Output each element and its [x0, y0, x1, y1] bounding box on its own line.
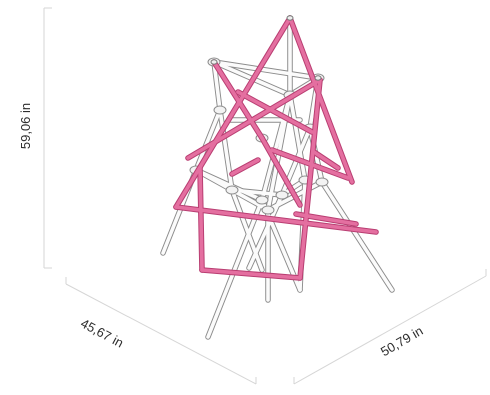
rod-3	[260, 136, 302, 207]
height-label: 59,06 in	[18, 103, 33, 149]
pole-3	[288, 93, 307, 182]
joint-7	[315, 177, 329, 187]
pole-frame	[161, 16, 394, 339]
rod-1	[288, 16, 354, 184]
pole-24	[230, 188, 284, 197]
joint-6	[261, 205, 275, 215]
rod-6	[198, 166, 204, 272]
rod-4	[298, 78, 322, 280]
pole-14	[320, 180, 394, 292]
pole-7	[212, 60, 222, 112]
width-label: 50,79 in	[378, 323, 426, 359]
joint-3	[213, 105, 227, 115]
connecting-rods	[174, 16, 378, 280]
height-dimension-line	[43, 7, 52, 269]
pole-caps	[210, 15, 322, 81]
joint-9	[275, 190, 289, 200]
rod-9	[312, 150, 340, 170]
rod-0	[174, 16, 292, 209]
depth-label: 45,67 in	[78, 316, 126, 351]
pole-2	[206, 198, 264, 339]
joint-10	[225, 185, 239, 195]
pole-cap-0	[286, 15, 294, 21]
pole-22	[194, 168, 264, 202]
rod-10	[236, 90, 314, 134]
rod-5	[186, 78, 322, 160]
depth-dimension-line	[65, 277, 257, 385]
rod-8	[294, 212, 358, 226]
tent-structure	[160, 15, 395, 340]
rod-2	[212, 60, 264, 140]
rod-13	[230, 158, 260, 176]
rod-11	[270, 148, 350, 180]
rod-7	[174, 205, 378, 234]
pole-10	[218, 108, 234, 192]
pole-frame-outline	[160, 15, 395, 340]
joint-8	[255, 195, 269, 205]
pole-cap-2	[314, 75, 322, 81]
width-dimension-line	[293, 269, 487, 385]
pole-8	[194, 108, 222, 172]
pole-18	[212, 60, 320, 80]
pole-11	[230, 188, 264, 272]
pole-cap-1	[210, 59, 218, 65]
rod-12	[200, 268, 302, 280]
